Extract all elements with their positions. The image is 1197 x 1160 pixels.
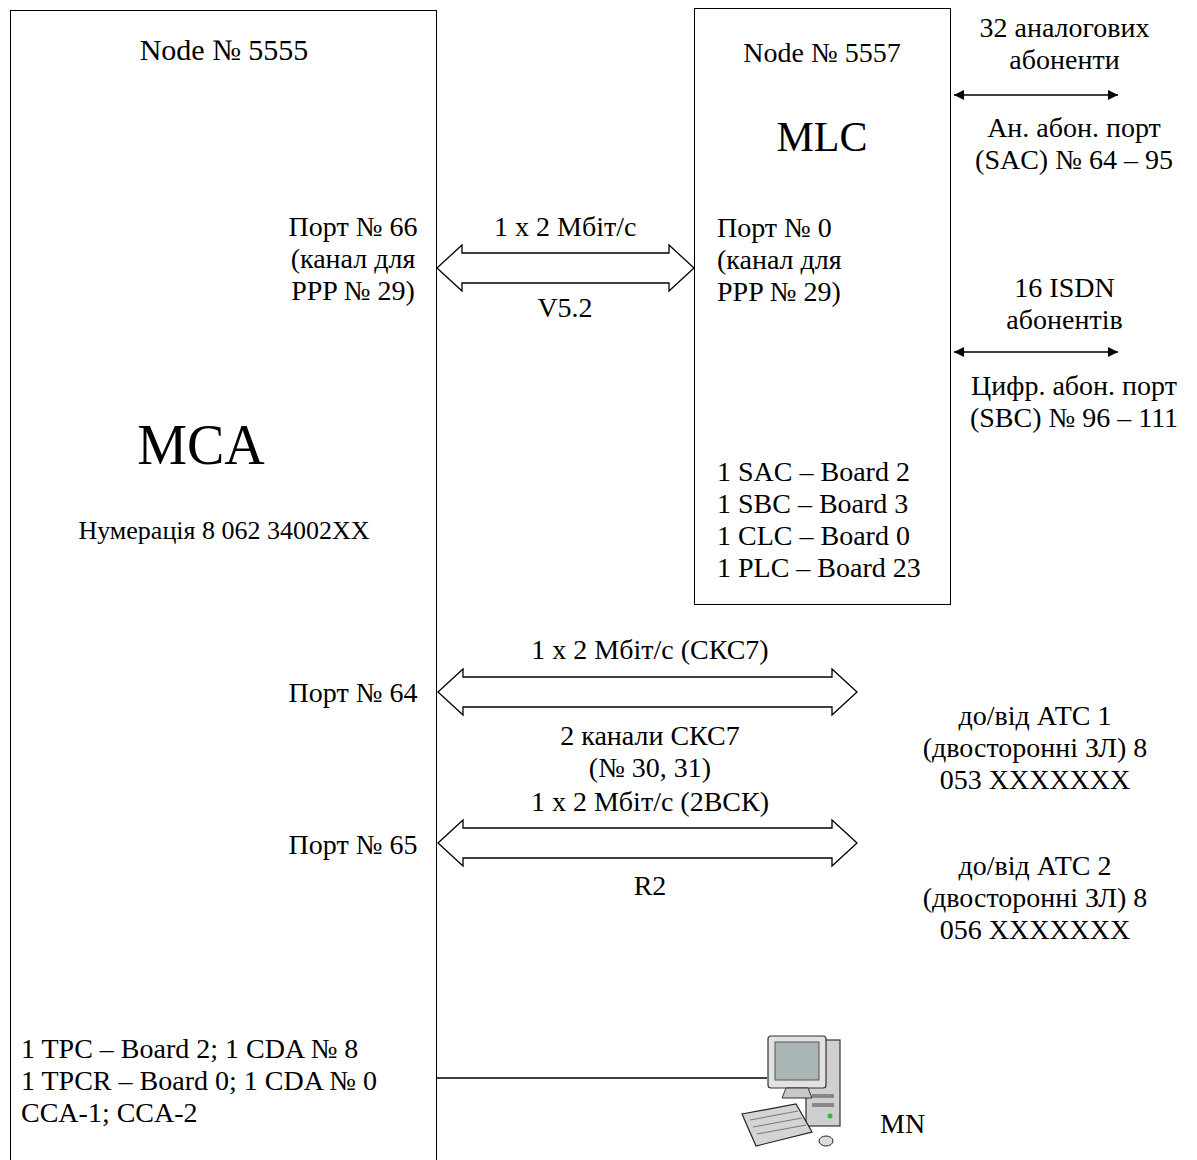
node-name: MLC: [699, 113, 945, 161]
computer-icon: [742, 1036, 840, 1146]
monitor-screen: [775, 1042, 819, 1080]
board-list: 1 CLC – Board 0: [717, 520, 910, 552]
port-range: Цифр. абон. порт (SBC) № 96 – 111: [958, 370, 1190, 434]
computer-mouse: [819, 1136, 833, 1146]
exchange-box: Node № 5555Порт № 66 (канал для PPP № 29…: [10, 10, 437, 1160]
port-label: Порт № 64: [273, 677, 433, 709]
signalling-channels: 2 канали СКС7 (№ 30, 31): [550, 720, 750, 784]
exchange-label: до/від АТС 2 (двосторонні ЗЛ) 8 056 XXXX…: [921, 850, 1149, 947]
trunk-arrow: [438, 820, 857, 866]
power-led: [828, 1114, 833, 1119]
management-line: [437, 1077, 767, 1078]
drive-slot: [812, 1094, 834, 1098]
node-number: Node № 5555: [19, 33, 429, 68]
node-name: MCA: [11, 413, 391, 477]
monitor-stand: [782, 1088, 812, 1098]
board-list: 1 TPC – Board 2; 1 CDA № 8: [21, 1033, 358, 1065]
board-list: 1 SAC – Board 2: [717, 456, 910, 488]
subscriber-line: [954, 351, 1118, 353]
numbering-note: Нумерація 8 062 34002XX: [19, 516, 429, 546]
exchange-label: до/від АТС 1 (двосторонні ЗЛ) 8 053 XXXX…: [921, 700, 1149, 797]
terminal-label: MN: [880, 1108, 925, 1140]
subscriber-count: 32 аналогових абоненти: [972, 12, 1157, 76]
trunk-arrow: [438, 669, 857, 715]
board-list: CCA-1; CCA-2: [21, 1097, 198, 1129]
protocol-label: R2: [600, 870, 700, 902]
board-list: 1 PLC – Board 23: [717, 552, 921, 584]
protocol-label: V5.2: [505, 292, 625, 324]
port-label: Порт № 66 (канал для PPP № 29): [273, 211, 433, 308]
node-number: Node № 5557: [699, 37, 945, 69]
computer-monitor: [768, 1036, 826, 1088]
v52-link: [437, 245, 694, 291]
board-list: 1 TPCR – Board 0; 1 CDA № 0: [21, 1065, 377, 1097]
keyboard-keys: [750, 1111, 806, 1134]
concentrator-box: Node № 5557MLC Порт № 0 (канал для PPP № …: [694, 8, 951, 605]
port-label: Порт № 0 (канал для PPP № 29): [717, 212, 877, 309]
keyboard: [742, 1104, 812, 1146]
board-list: 1 SBC – Board 3: [717, 488, 908, 520]
port-range: Ан. абон. порт (SAC) № 64 – 95: [958, 112, 1190, 176]
drive-slot: [812, 1103, 834, 1107]
link-label: 1 x 2 Мбіт/с: [494, 211, 636, 243]
port-label: Порт № 65: [273, 829, 433, 861]
link-label: 1 x 2 Мбіт/с (СКС7): [470, 634, 830, 666]
subscriber-line: [954, 94, 1118, 96]
link-label: 1 x 2 Мбіт/с (2ВСК): [470, 786, 830, 818]
subscriber-count: 16 ISDN абонентів: [972, 272, 1157, 336]
